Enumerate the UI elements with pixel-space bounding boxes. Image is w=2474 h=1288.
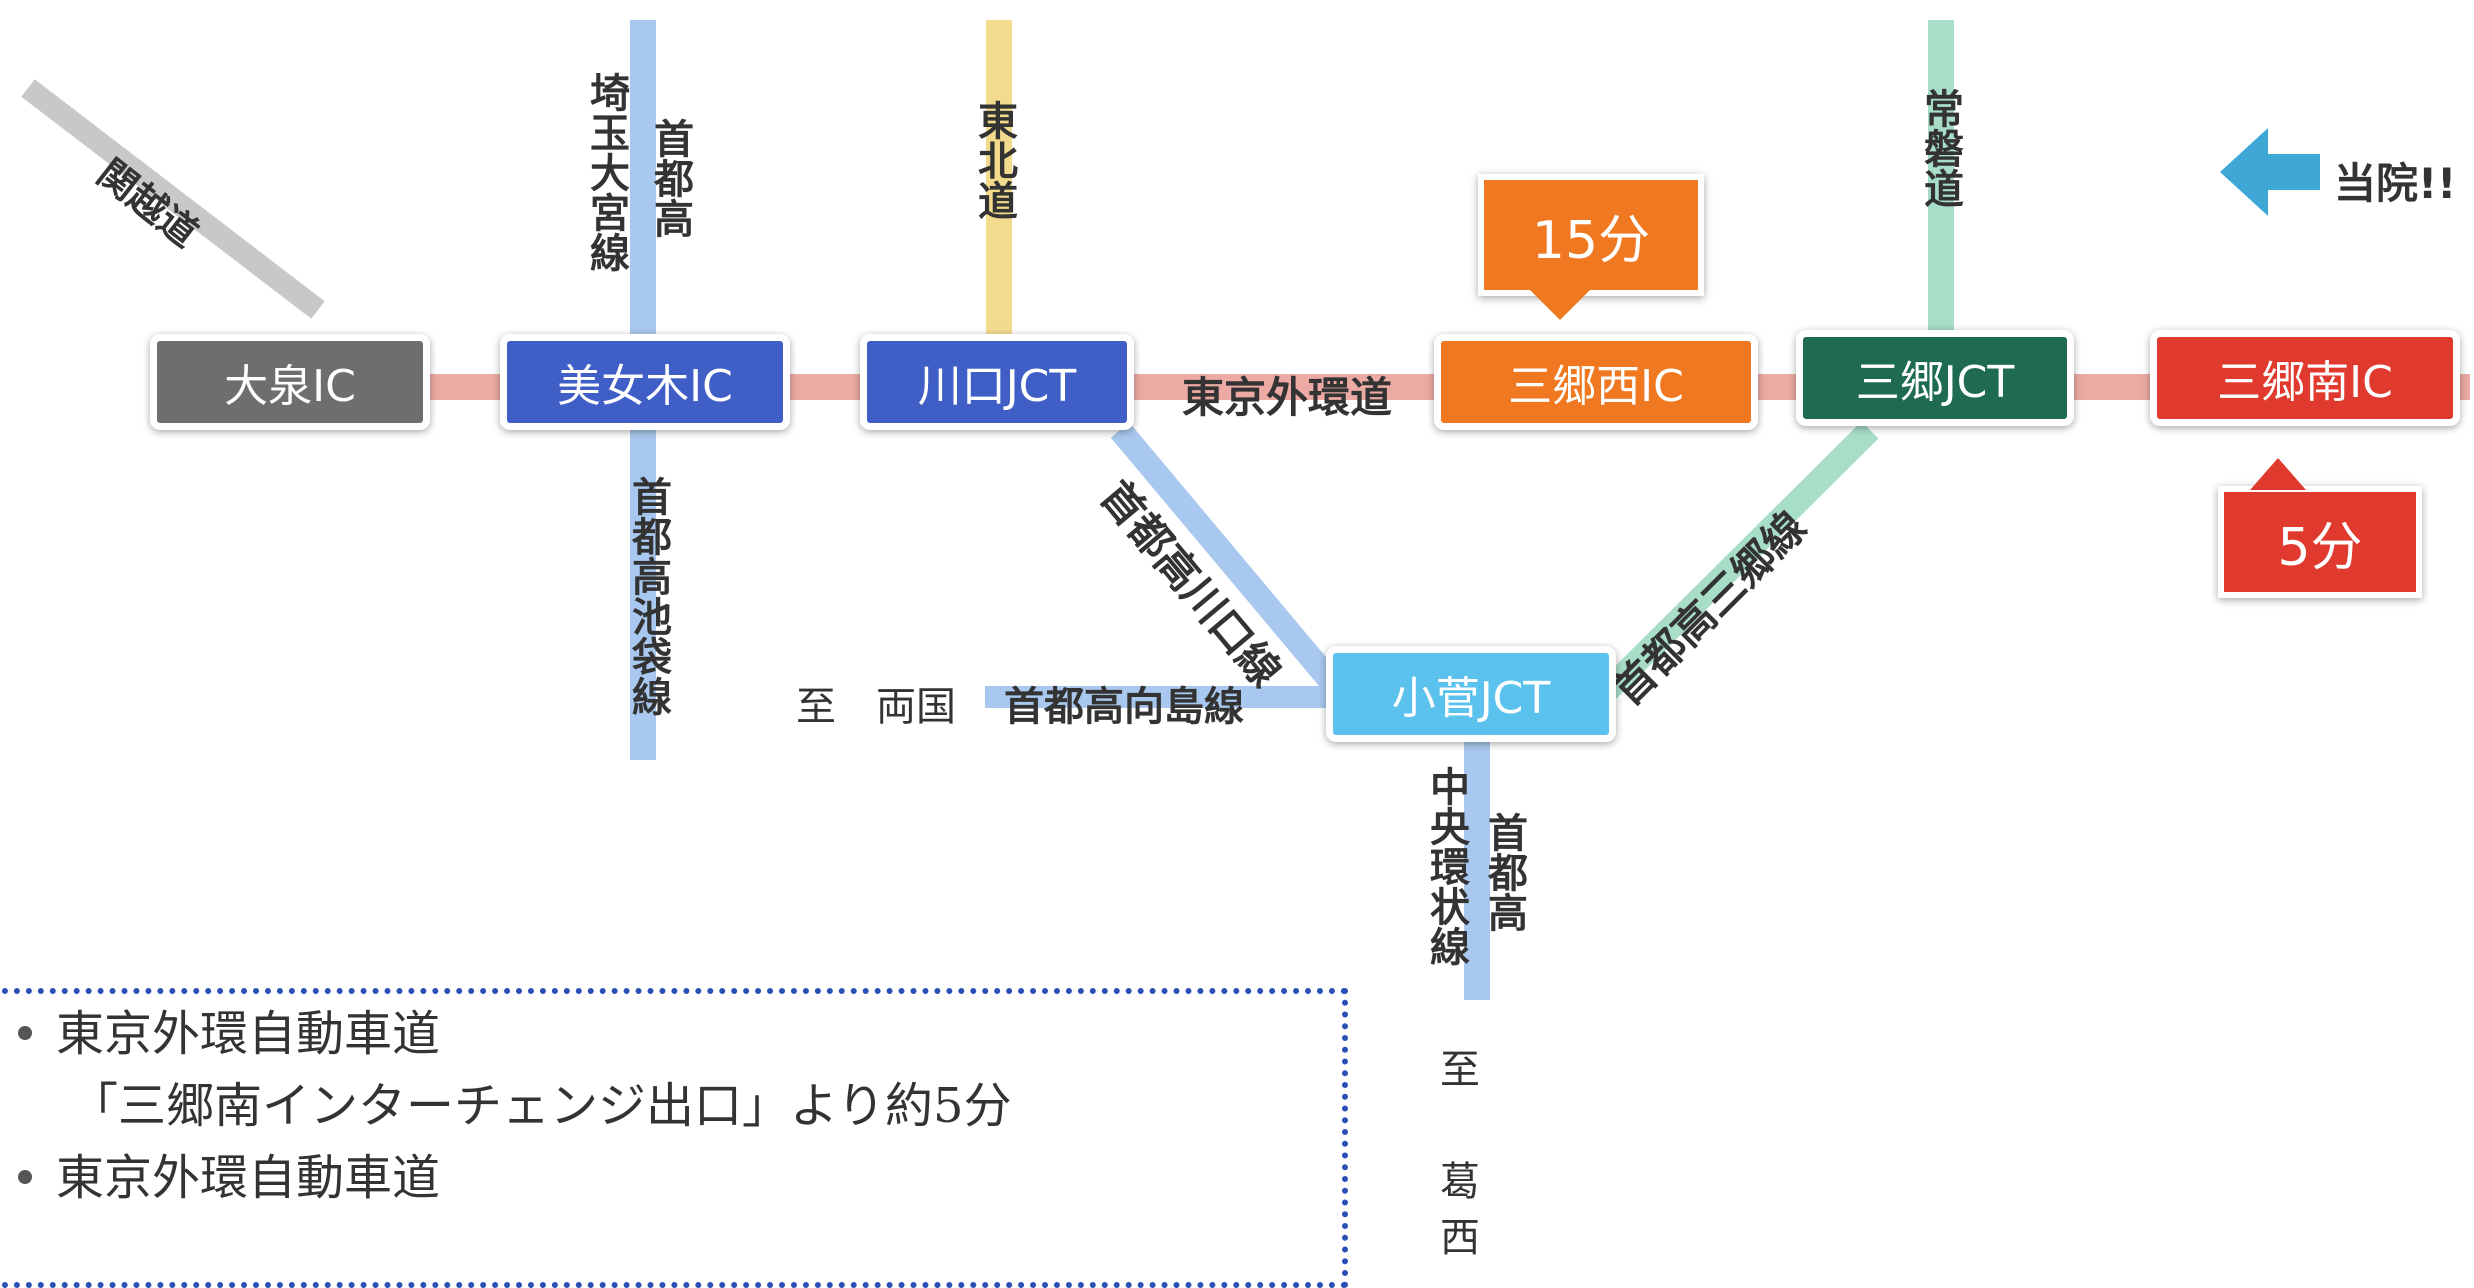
ikebukuro-label: 首都高池袋線 — [625, 476, 671, 716]
node-kawaguchi-jct: 川口JCT — [860, 334, 1134, 430]
destination-label: 当院!! — [2334, 159, 2457, 208]
chuo-kanjo-road — [1464, 740, 1490, 1000]
access-item-1: 東京外環自動車道 — [0, 998, 1342, 1070]
access-info-box: 東京外環自動車道 「三郷南インターチェンジ出口」より約5分 東京外環自動車道 — [0, 988, 1348, 1288]
node-misato-jct: 三郷JCT — [1796, 330, 2074, 426]
misato-line-road — [1589, 421, 1879, 709]
node-bijogi-ic: 美女木IC — [500, 334, 790, 430]
gaikan-label: 東京外環道 — [1182, 373, 1393, 422]
saitama-shuto-label: 首都高 — [647, 118, 693, 238]
access-item-2-title: 東京外環自動車道 — [56, 1150, 441, 1206]
callout-5min-pointer — [2250, 458, 2306, 490]
node-oizumi-ic: 大泉IC — [150, 334, 430, 430]
to-ryogoku-label: 至 両国 — [796, 684, 956, 730]
tohoku-label: 東北道 — [971, 100, 1017, 220]
mukojima-label: 首都高向島線 — [1004, 684, 1244, 730]
node-kosuge-jct: 小菅JCT — [1326, 646, 1616, 742]
callout-5min: 5分 — [2218, 486, 2422, 598]
node-misato-minami-ic: 三郷南IC — [2150, 330, 2460, 426]
kanetsu-road — [21, 79, 325, 319]
left-arrow-icon — [2220, 128, 2320, 216]
chuo-shuto-label: 首都高 — [1481, 812, 1527, 932]
access-item-1-title: 東京外環自動車道 — [56, 1006, 441, 1062]
callout-15min: 15分 — [1478, 174, 1704, 296]
callout-15min-pointer — [1530, 290, 1590, 320]
node-misato-nishi-ic: 三郷西IC — [1434, 334, 1758, 430]
saitama-omiya-label: 埼玉大宮線 — [583, 72, 629, 272]
tohoku-road — [986, 20, 1012, 340]
joban-label: 常磐道 — [1917, 88, 1963, 208]
kawaguchi-line-road — [1110, 422, 1348, 698]
saitama-omiya-road — [630, 20, 656, 340]
to-kasai-label: 至 葛西 — [1433, 1048, 1479, 1272]
access-item-1-sub: 「三郷南インターチェンジ出口」より約5分 — [70, 1078, 1012, 1134]
ikebukuro-road — [630, 430, 656, 760]
mukojima-road — [985, 686, 1340, 708]
road-map — [21, 20, 2470, 1000]
bullet-icon — [18, 1025, 32, 1040]
bullet-icon — [18, 1169, 32, 1184]
chuo-kanjo-label: 中央環状線 — [1423, 766, 1469, 966]
joban-road — [1928, 20, 1954, 340]
access-item-2: 東京外環自動車道 — [0, 1142, 1342, 1214]
